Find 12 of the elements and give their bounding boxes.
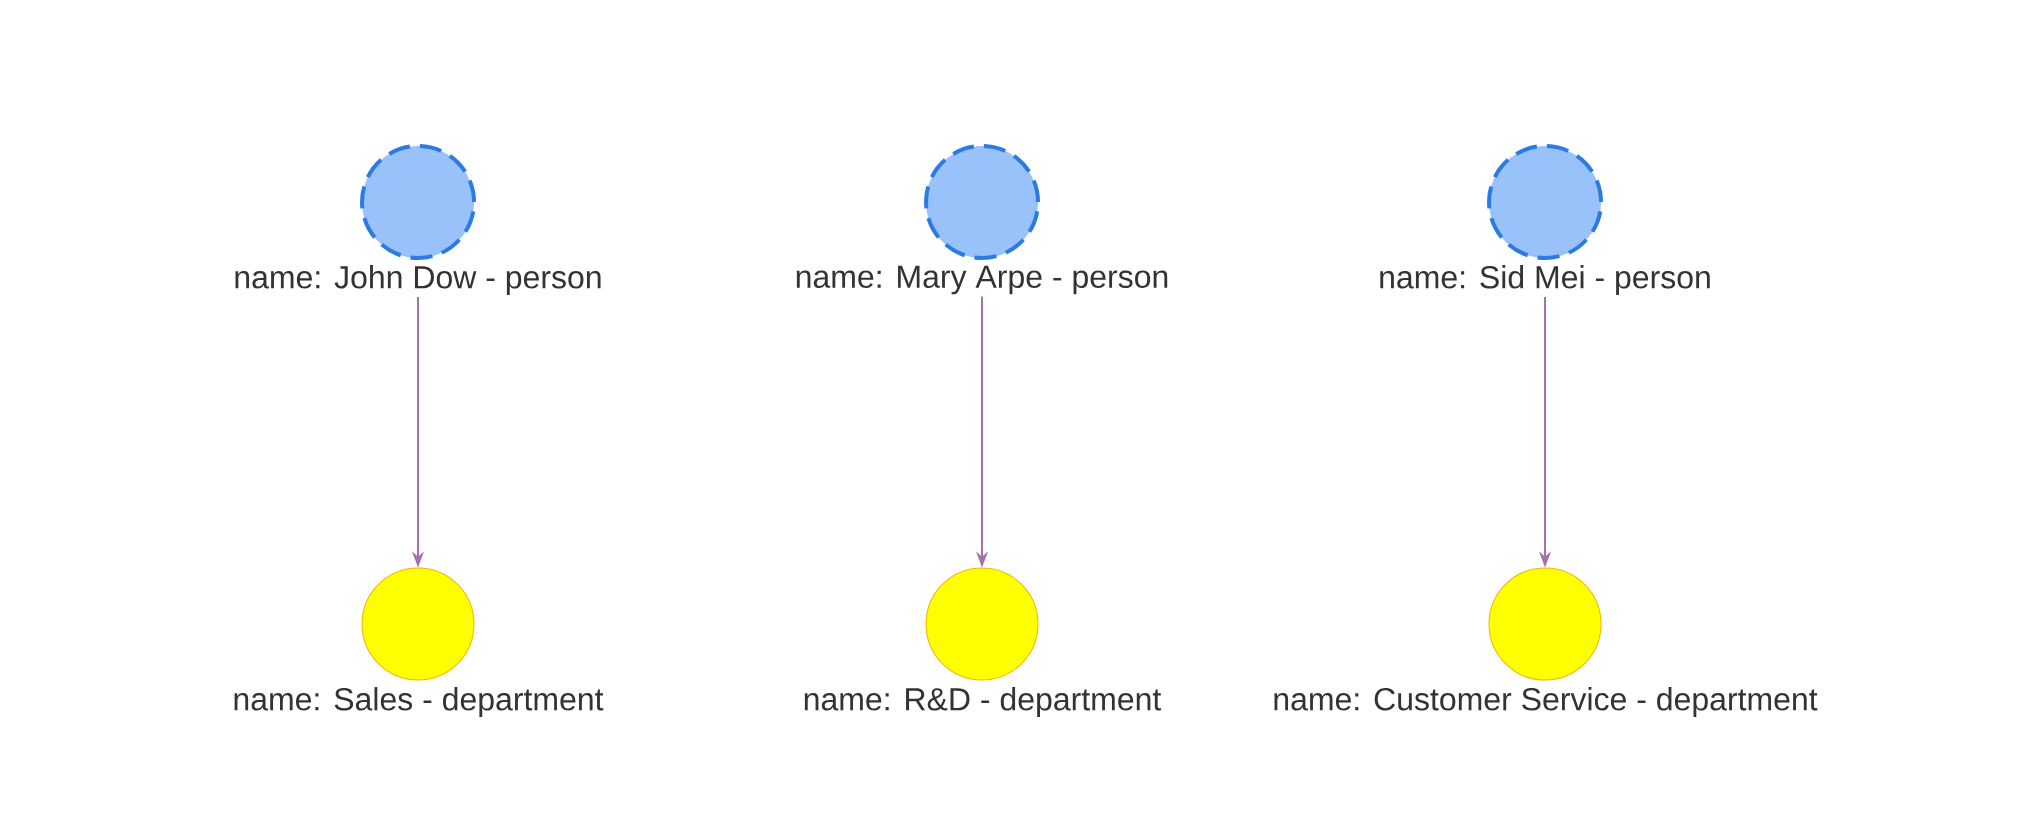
node-label: name: Mary Arpe - person [796, 265, 1168, 295]
department-node: name: Sales - department [234, 567, 604, 717]
node-label: name: John Dow - person [235, 265, 601, 295]
department-node: name: R&D - department [804, 567, 1162, 717]
person-node: name: Sid Mei - person [1380, 144, 1710, 295]
node-label: name: Sid Mei - person [1380, 265, 1710, 295]
person-node: name: Mary Arpe - person [796, 144, 1168, 295]
person-node: name: John Dow - person [235, 144, 601, 295]
node-label: name: Sales - department [234, 687, 604, 717]
department-node: name: Customer Service - department [1274, 567, 1818, 717]
node-label: name: R&D - department [804, 687, 1162, 717]
node-label: name: Customer Service - department [1274, 687, 1818, 717]
